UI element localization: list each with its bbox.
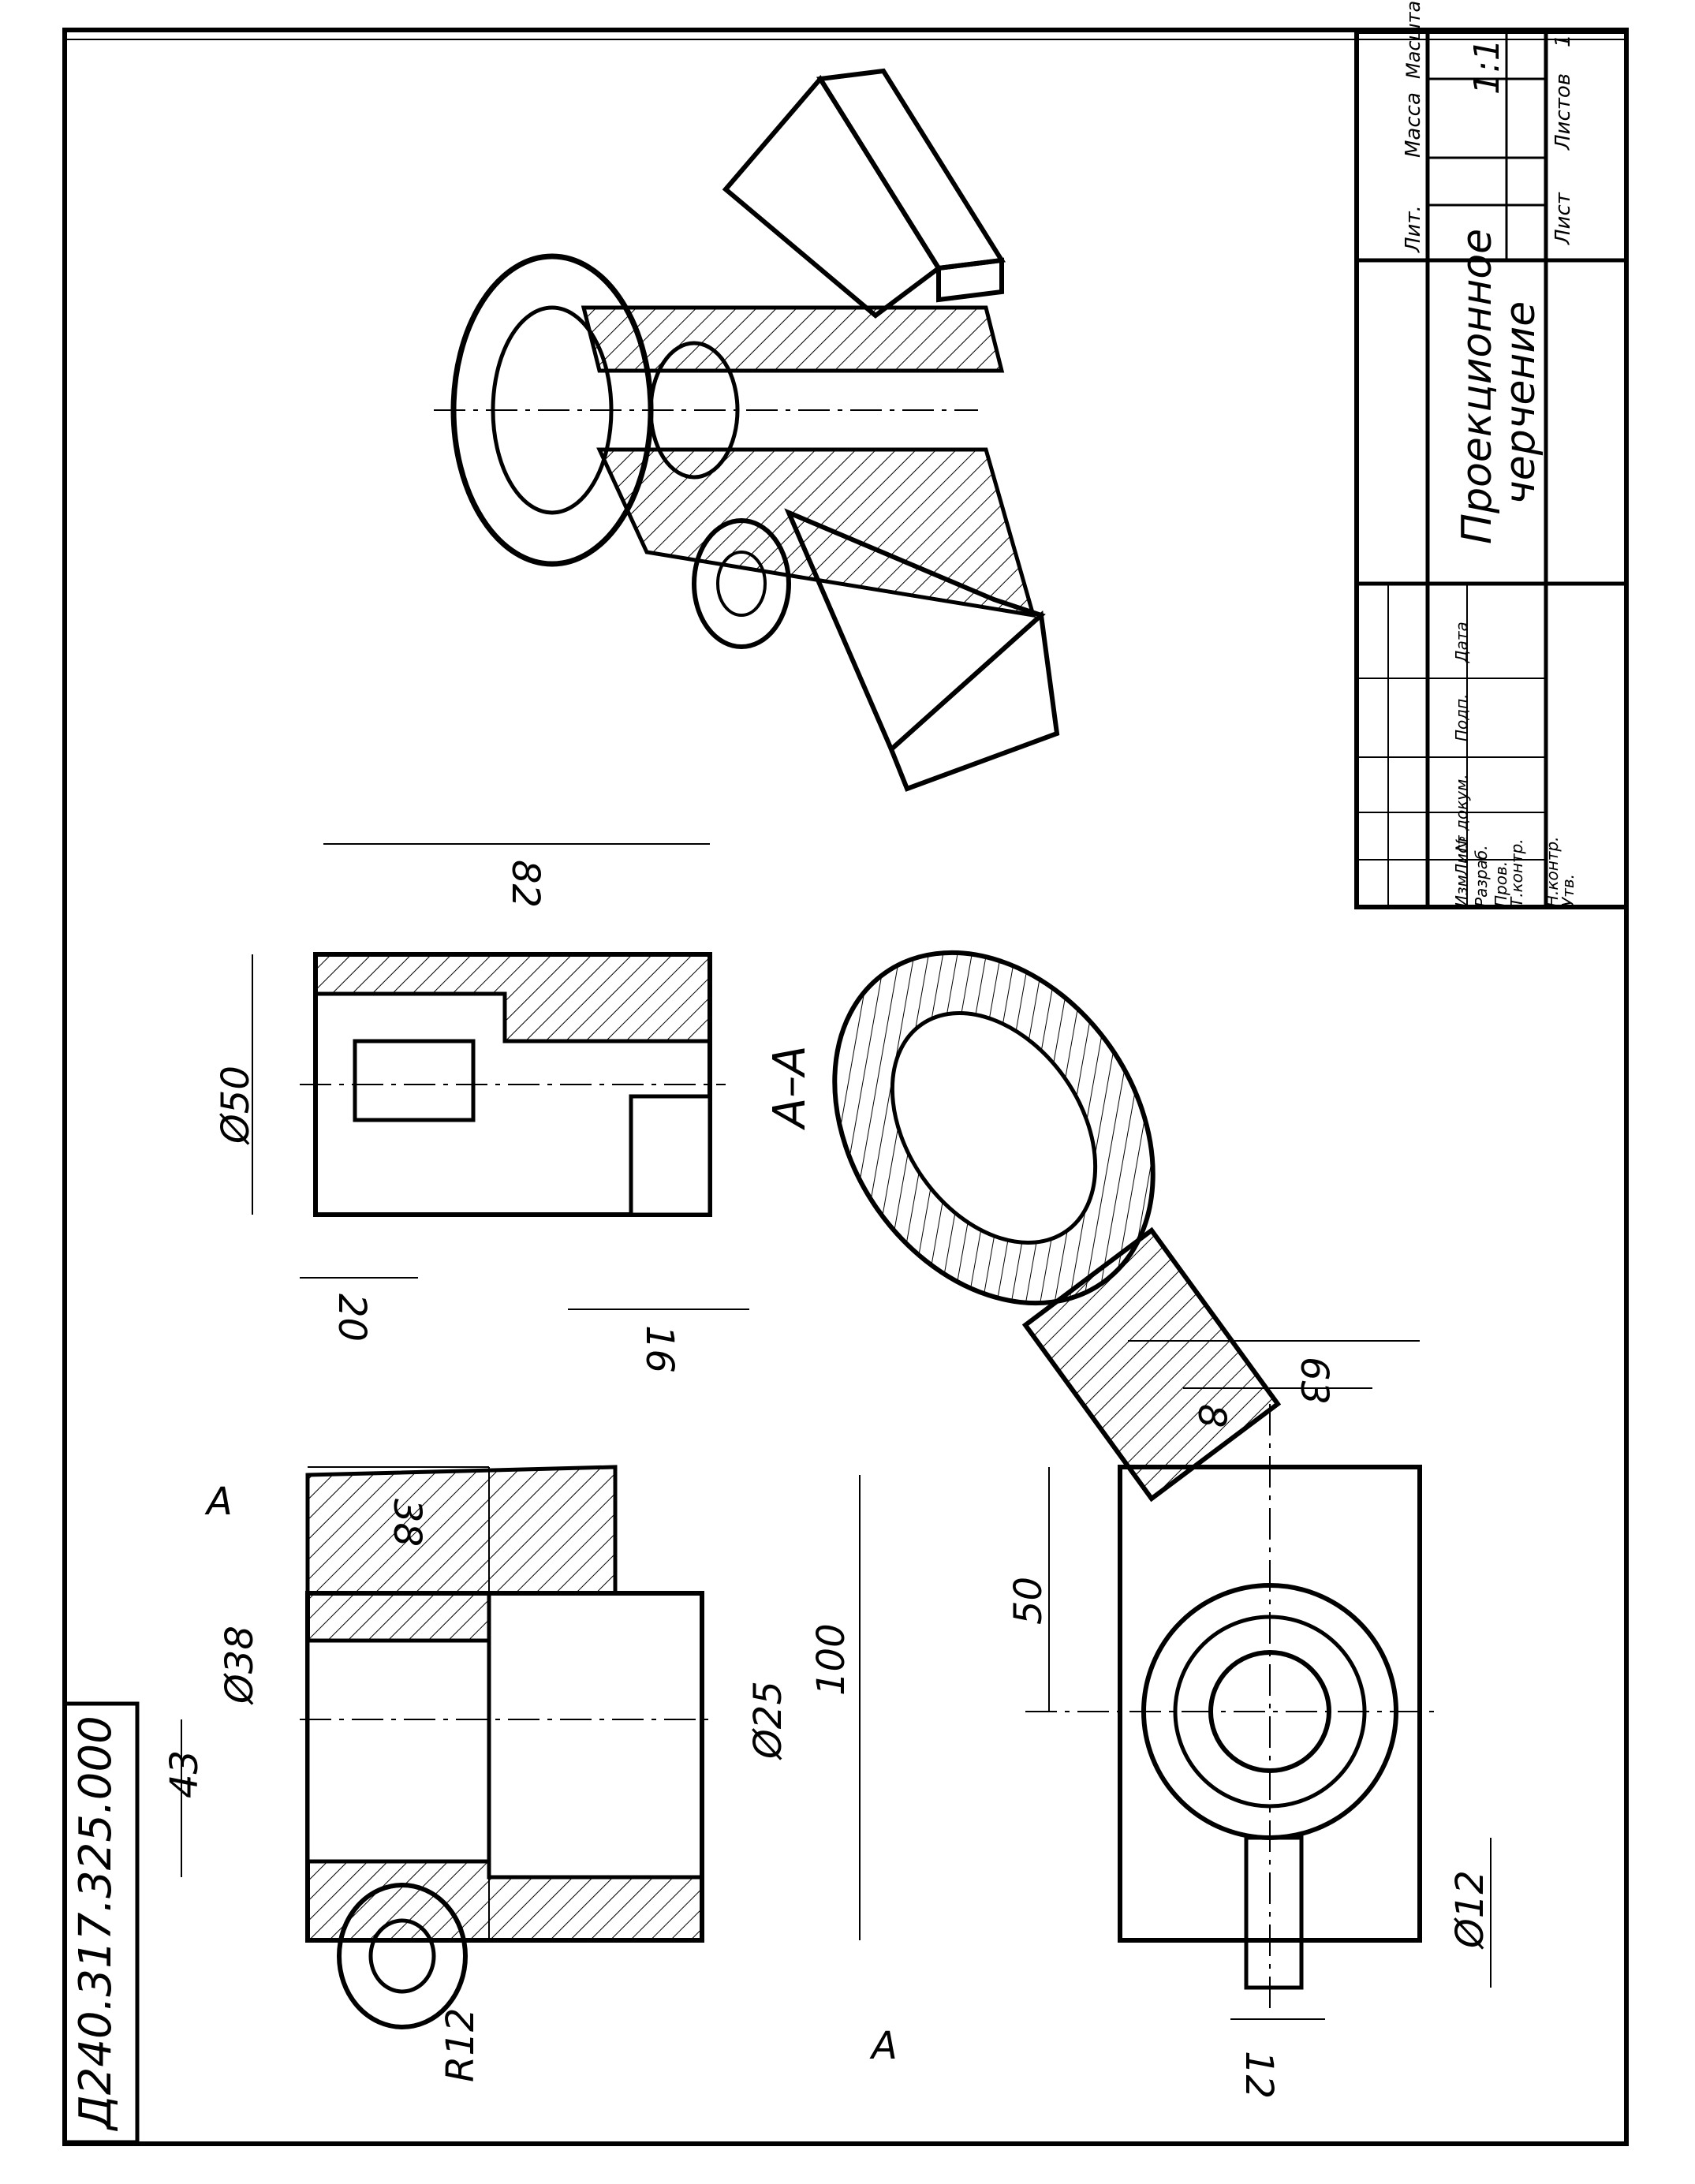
section-mark-bottom: А <box>869 2024 898 2068</box>
section-label: А–А <box>764 1045 816 1130</box>
dim-d12: Ø12 <box>1448 1870 1492 1950</box>
row-razrab: Разраб. <box>1472 845 1491 907</box>
col-mass: Масса <box>1402 92 1425 158</box>
dim-20: 20 <box>330 1294 374 1342</box>
dim-16: 16 <box>637 1325 681 1373</box>
row-doc: № докум. <box>1452 774 1471 853</box>
dim-43: 43 <box>162 1750 207 1798</box>
col-sheet: Лист <box>1551 192 1575 245</box>
dim-12: 12 <box>1237 2051 1281 2099</box>
title-block <box>1354 29 1629 909</box>
col-scale: Масштаб <box>1402 0 1424 79</box>
row-sign: Подп. <box>1452 693 1471 741</box>
drawing-title-line1: Проекционное <box>1454 229 1501 544</box>
section-a-a <box>832 950 1282 1503</box>
scale-value: 1:1 <box>1467 39 1507 95</box>
top-view <box>1025 1340 1492 2020</box>
dim-d38: Ø38 <box>218 1626 262 1705</box>
sheet-frame <box>62 28 1629 2146</box>
dim-d50: Ø50 <box>214 1066 258 1145</box>
row-tkontr: Т.контр. <box>1507 838 1526 907</box>
document-code-box: Д240.317.325.000 <box>62 1701 140 2145</box>
row-prov: Пров. <box>1492 861 1510 907</box>
sheets-count: 1 <box>1551 34 1575 47</box>
isometric-view <box>434 68 1060 792</box>
row-date: Дата <box>1452 622 1471 663</box>
document-code: Д240.317.325.000 <box>70 1715 121 2132</box>
dim-63: 63 <box>1292 1357 1336 1405</box>
dim-38: 38 <box>385 1499 429 1547</box>
dim-82: 82 <box>503 860 547 908</box>
dim-8: 8 <box>1189 1404 1234 1428</box>
dim-50: 50 <box>1006 1577 1051 1625</box>
col-lit: Лит. <box>1402 205 1425 253</box>
dim-d25: Ø25 <box>746 1681 790 1760</box>
side-view <box>252 843 749 1310</box>
row-nkontr: Н.контр. <box>1543 837 1562 908</box>
front-view <box>181 1465 861 2029</box>
drawing-title-line2: черчение <box>1497 301 1544 505</box>
col-sheets: Листов <box>1551 73 1575 151</box>
row-izm: Изм <box>1452 875 1471 907</box>
section-mark-top: А <box>204 1480 233 1524</box>
row-list: Лист <box>1452 834 1471 876</box>
dim-r12: R12 <box>439 2008 483 2082</box>
row-utv: Утв. <box>1559 874 1577 907</box>
dim-100: 100 <box>809 1623 853 1696</box>
